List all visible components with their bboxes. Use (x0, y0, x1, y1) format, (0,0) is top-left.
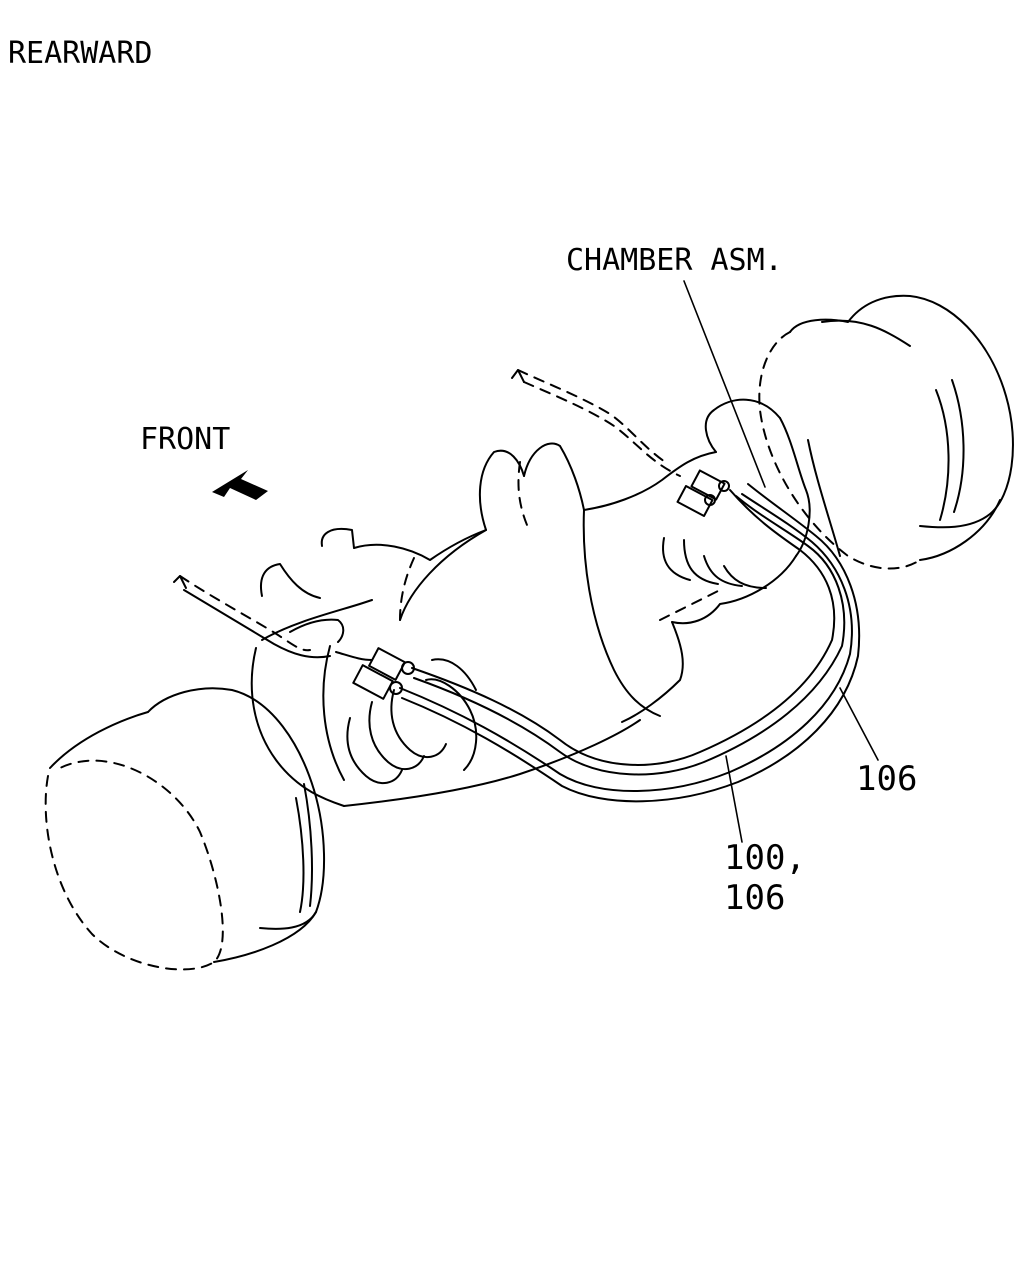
right-brake-drum (758, 294, 1014, 570)
left-brake-line (173, 575, 373, 661)
leader-line-106 (839, 687, 879, 761)
right-hose-fittings (676, 469, 730, 517)
chamber-asm-label: CHAMBER ASM. (566, 243, 783, 278)
left-hose-fittings (352, 647, 415, 700)
left-flange (346, 658, 478, 785)
part-number-100-line1: 100, (724, 838, 806, 878)
front-label: FRONT (140, 422, 230, 457)
part-number-100-line2: 106 (724, 878, 785, 918)
view-label: REARWARD (8, 36, 153, 71)
arrow-up-left-icon (212, 470, 268, 500)
leader-line-100 (725, 755, 743, 843)
left-brake-drum (44, 687, 325, 971)
part-number-106: 106 (856, 759, 917, 799)
axle-housing (250, 398, 811, 807)
chamber-leader-line (683, 280, 766, 488)
brake-hoses (399, 483, 861, 803)
right-brake-line (511, 369, 681, 477)
